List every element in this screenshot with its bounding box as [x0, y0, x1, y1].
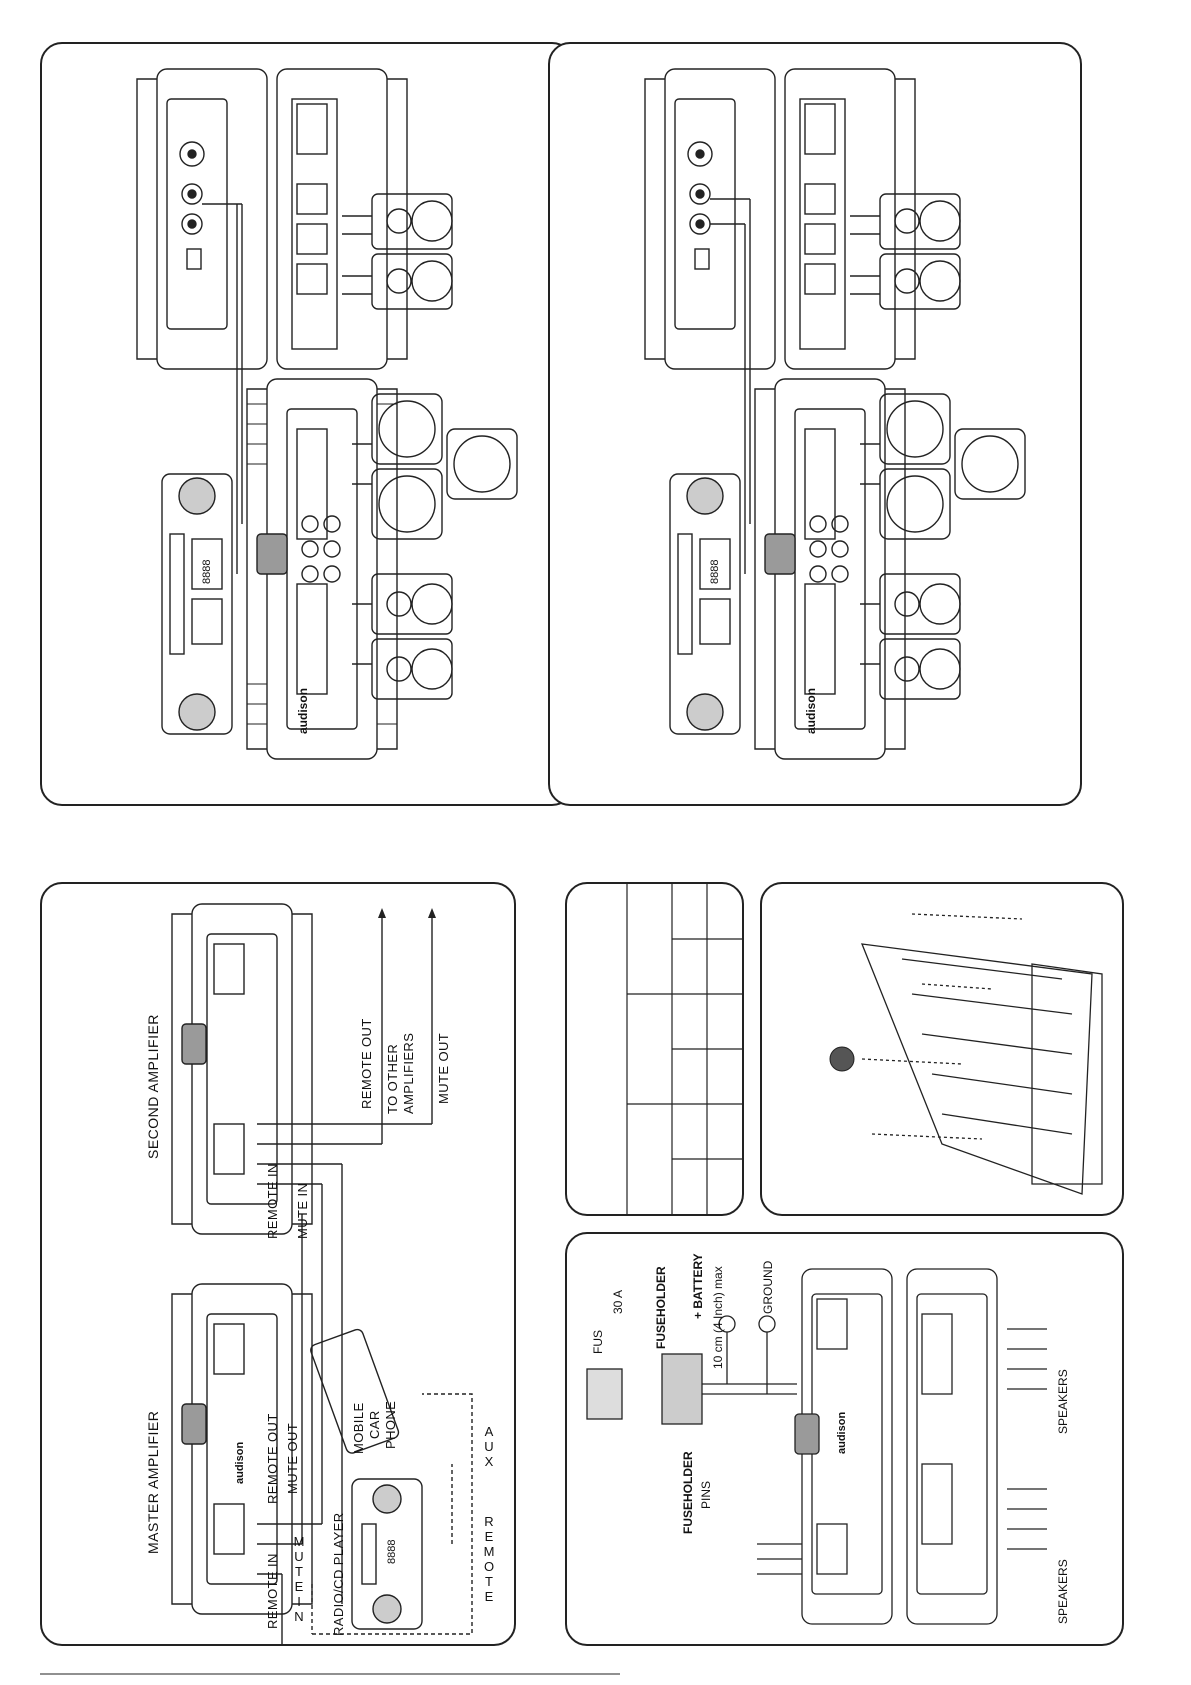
small-amplifier-body: [156, 68, 268, 370]
top-right-system-diagram: audison 8888: [548, 42, 1082, 806]
mobile-phone-body: [310, 1328, 400, 1454]
head-unit: [161, 473, 233, 735]
second-amplifier-body: [191, 903, 293, 1235]
phone-label: PHONE: [383, 1400, 398, 1449]
remote-vertical-label: R E M O T E: [483, 1514, 495, 1604]
speakers-left-label: SPEAKERS: [1056, 1559, 1070, 1624]
power-wiring-panel: FUS 30 A FUSEHOLDER + BATTERY 10 cm (4 I…: [565, 1232, 1124, 1646]
to-other-label: TO OTHER: [385, 1043, 400, 1114]
remote-in-label-1: REMOTE IN: [265, 1553, 280, 1629]
second-amplifier-label: SECOND AMPLIFIER: [145, 1014, 161, 1159]
blank-table: [626, 884, 742, 1214]
arrow-heads: [378, 908, 436, 918]
speakers-right-label: SPEAKERS: [1056, 1369, 1070, 1434]
footer-rule: [40, 1673, 620, 1675]
brand-label: audison: [836, 1411, 848, 1454]
master-amplifier-body: [191, 1283, 293, 1615]
mute-in-vertical-label: M U T E I N: [293, 1534, 305, 1624]
mobile-label: MOBILE: [351, 1402, 366, 1454]
battery-label: + BATTERY: [691, 1253, 705, 1319]
brand-label: audison: [296, 687, 310, 734]
car-label: CAR: [367, 1410, 382, 1439]
length-label: 10 cm (4 Inch) max: [711, 1266, 725, 1369]
display-label: 8888: [201, 559, 213, 584]
mounting-diagram-panel: [760, 882, 1124, 1216]
radio-cd-player-body: [351, 1478, 423, 1630]
power-wiring-drawing: [586, 1268, 1047, 1625]
mute-in-label-2: MUTE IN: [295, 1182, 310, 1239]
heat-sink-fins: [247, 403, 397, 725]
system-diagram-drawing-1: [136, 68, 518, 760]
display-label: 8888: [709, 559, 721, 584]
system-diagram-drawing-2: [644, 68, 1026, 760]
aux-vertical-label: A U X: [484, 1424, 494, 1469]
ball-icon: [829, 1046, 855, 1072]
remote-wiring-drawing: [171, 903, 473, 1644]
fuseholder-pins-label-2: PINS: [699, 1480, 713, 1509]
fuseholder-label: FUSEHOLDER: [654, 1266, 668, 1349]
radio-cd-player-label: RADIO/CD PLAYER: [331, 1512, 346, 1636]
mounting-drawing: [829, 913, 1103, 1195]
mute-out-label-2: MUTE OUT: [436, 1032, 451, 1104]
brand-label: audison: [804, 687, 818, 734]
mute-out-label-1: MUTE OUT: [285, 1422, 300, 1494]
remote-out-label-2: REMOTE OUT: [359, 1018, 374, 1109]
top-left-system-diagram: audison 8888: [40, 42, 574, 806]
remote-out-label-1: REMOTE OUT: [265, 1413, 280, 1504]
remote-wiring-diagram: MASTER AMPLIFIER SECOND AMPLIFIER REMOTE…: [40, 882, 516, 1646]
fus-label: FUS: [591, 1330, 605, 1354]
ground-label: GROUND: [761, 1260, 775, 1314]
remote-in-label-2: REMOTE IN: [265, 1163, 280, 1239]
amps-label: 30 A: [611, 1289, 625, 1314]
fuseholder-pins-label-1: FUSEHOLDER: [681, 1451, 695, 1534]
brand-label: audison: [234, 1441, 246, 1484]
master-amplifier-label: MASTER AMPLIFIER: [145, 1410, 161, 1554]
amplifiers-label: AMPLIFIERS: [401, 1032, 416, 1114]
display-label: 8888: [386, 1539, 398, 1564]
blank-table-panel: [565, 882, 744, 1216]
